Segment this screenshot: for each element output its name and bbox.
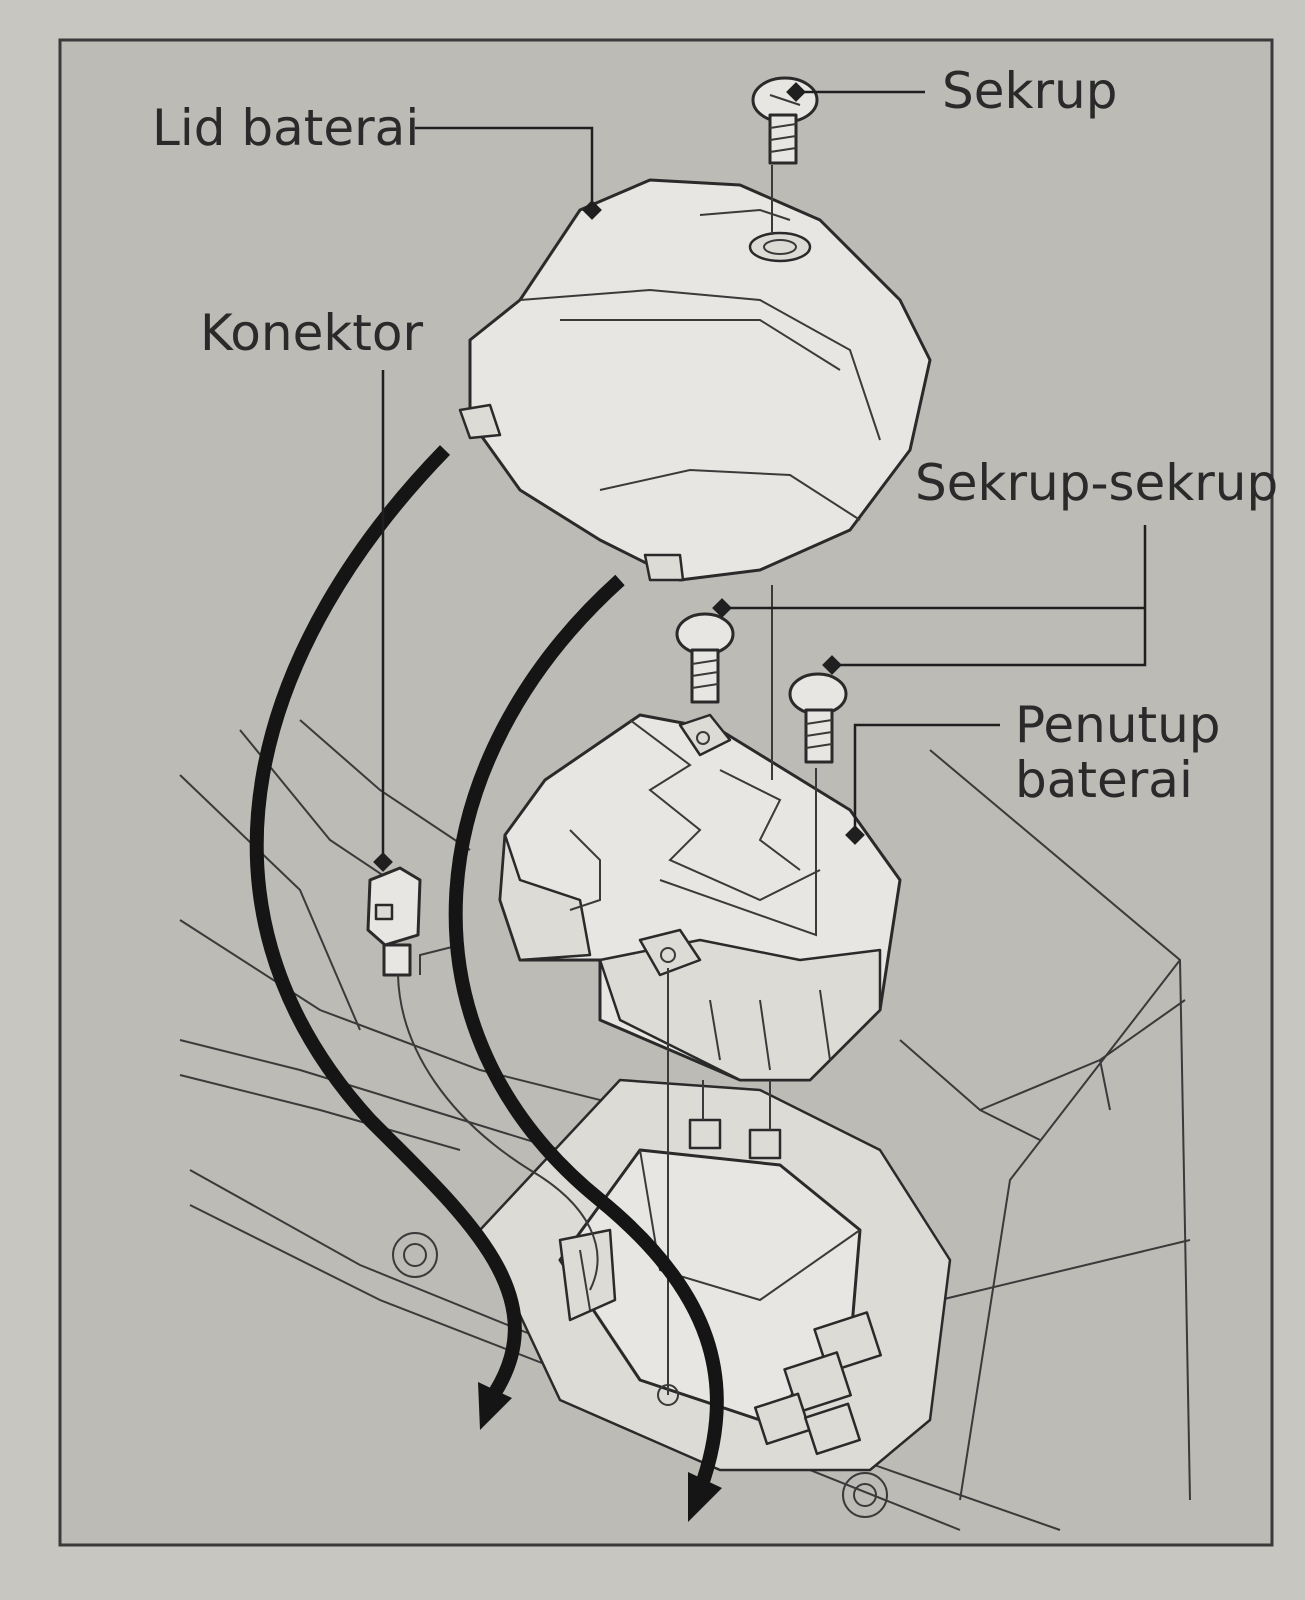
removal-arrow-left xyxy=(249,445,522,1430)
label-konektor: Konektor xyxy=(200,304,423,362)
label-penutup: Penutup xyxy=(1015,696,1221,754)
arrowhead-left xyxy=(478,1382,512,1430)
battery-cover xyxy=(498,713,902,1082)
label-sekrup-sekrup: Sekrup-sekrup xyxy=(915,454,1278,512)
screw-top xyxy=(751,76,819,165)
screw-right xyxy=(788,672,848,764)
removal-arrow-right xyxy=(448,574,724,1522)
vehicle-body-lines xyxy=(179,719,1191,1531)
screw-left xyxy=(675,612,735,704)
label-sekrup: Sekrup xyxy=(942,62,1117,120)
screw-axis-lines xyxy=(657,165,817,1406)
arrowhead-right xyxy=(688,1472,722,1522)
label-lid-baterai: Lid baterai xyxy=(152,99,419,157)
battery-lid xyxy=(458,178,932,582)
battery-tray xyxy=(392,1078,952,1518)
connector xyxy=(366,866,599,1291)
label-baterai: baterai xyxy=(1015,751,1193,809)
